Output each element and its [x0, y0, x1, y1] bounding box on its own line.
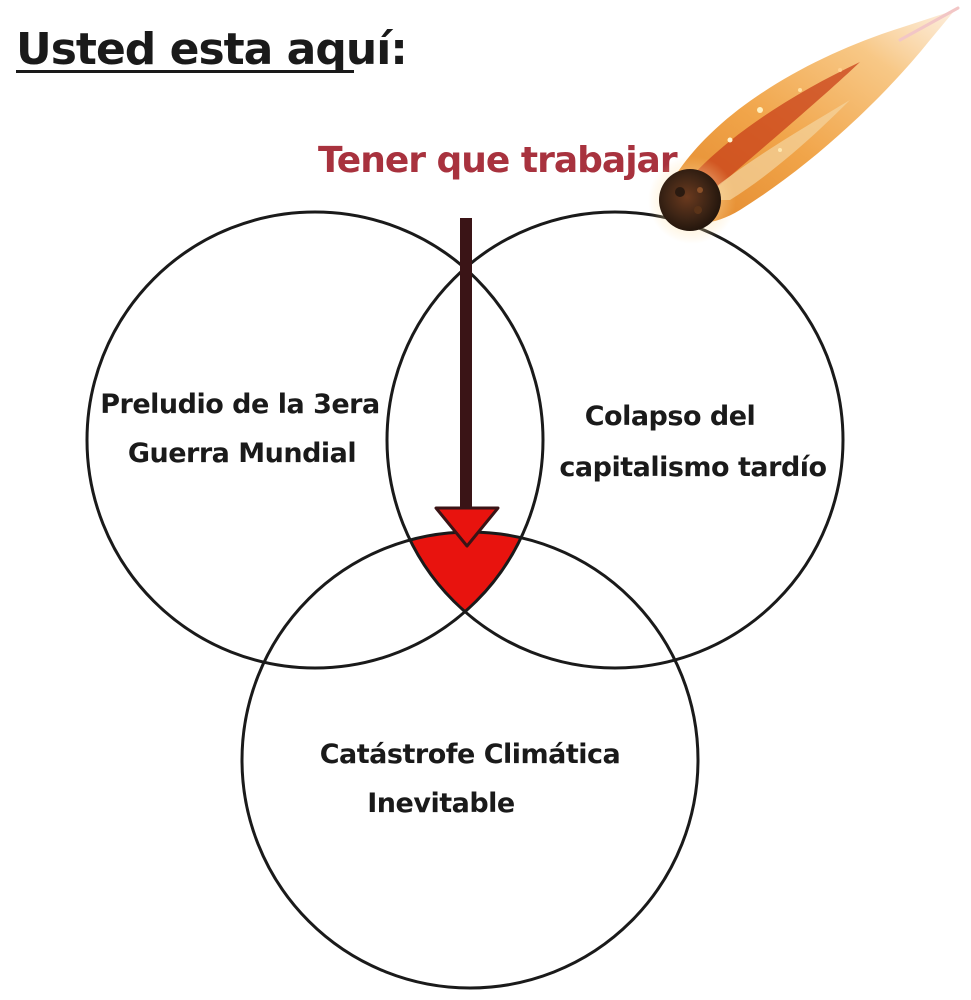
label-right-line1: Colapso del	[585, 401, 756, 432]
page-title: Usted esta aquí:	[16, 24, 407, 75]
circle-right	[385, 210, 845, 670]
circle-left	[85, 210, 545, 670]
label-bottom-line2: Inevitable	[367, 788, 514, 819]
pointer-arrow	[434, 218, 500, 548]
label-right-line2: capitalismo tardío	[559, 452, 826, 483]
label-bottom-line1: Catástrofe Climática	[320, 739, 621, 770]
title-underline	[16, 70, 354, 73]
meteor-icon	[648, 6, 960, 244]
label-left-line1: Preludio de la 3era	[100, 389, 379, 420]
label-left-line2: Guerra Mundial	[128, 438, 356, 469]
pointer-label: Tener que trabajar	[318, 140, 678, 181]
